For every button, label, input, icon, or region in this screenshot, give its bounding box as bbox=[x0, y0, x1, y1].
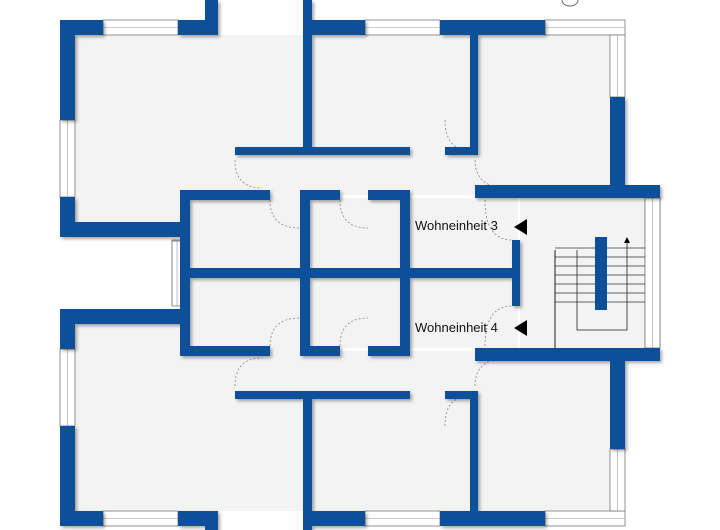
wall bbox=[300, 346, 340, 356]
entrance-arrow-icon bbox=[514, 320, 527, 336]
wall bbox=[205, 0, 218, 35]
wall bbox=[303, 396, 312, 530]
room-floor bbox=[235, 150, 480, 195]
room-floor bbox=[310, 396, 475, 511]
wall bbox=[400, 276, 410, 356]
wall bbox=[60, 426, 75, 526]
door-swing bbox=[269, 199, 301, 229]
wall bbox=[475, 185, 660, 198]
wall bbox=[60, 309, 185, 324]
stair-arrow-icon bbox=[624, 237, 630, 243]
unit-label-3: Wohneinheit 3 bbox=[415, 218, 498, 233]
wall bbox=[300, 276, 310, 356]
room-floor bbox=[188, 198, 518, 273]
room-floor bbox=[235, 351, 480, 396]
wall bbox=[400, 190, 410, 270]
wall bbox=[235, 147, 410, 155]
room-floor bbox=[478, 361, 613, 511]
wall bbox=[440, 20, 545, 35]
stairwell-floor bbox=[520, 198, 650, 350]
wall bbox=[303, 20, 365, 35]
wall bbox=[180, 190, 190, 245]
wall bbox=[180, 268, 520, 278]
wall bbox=[180, 190, 270, 200]
room-floor bbox=[310, 35, 475, 150]
wall bbox=[470, 35, 478, 150]
wall bbox=[440, 511, 545, 526]
wall bbox=[205, 511, 218, 530]
wall bbox=[445, 391, 478, 399]
room-floor bbox=[188, 273, 518, 348]
door-swing bbox=[339, 317, 369, 347]
wall bbox=[60, 20, 75, 120]
wall bbox=[303, 511, 365, 526]
unit-label-4: Wohneinheit 4 bbox=[415, 320, 498, 335]
wall bbox=[368, 190, 410, 200]
door-swing bbox=[339, 199, 369, 229]
wall bbox=[512, 271, 520, 306]
compass-icon bbox=[561, 0, 579, 7]
wall bbox=[300, 190, 340, 200]
walls bbox=[60, 0, 660, 530]
staircase bbox=[554, 237, 645, 350]
wall bbox=[235, 391, 410, 399]
wall bbox=[445, 147, 478, 155]
room-floors bbox=[75, 35, 650, 511]
wall bbox=[180, 346, 270, 356]
wall bbox=[470, 396, 478, 511]
stair-walk-line bbox=[576, 240, 628, 331]
door-swing bbox=[269, 317, 301, 347]
entrance-arrow-icon bbox=[514, 219, 527, 235]
wall bbox=[610, 97, 625, 190]
door-swing bbox=[234, 159, 263, 189]
wall bbox=[300, 190, 310, 270]
wall bbox=[610, 356, 625, 449]
wall bbox=[180, 240, 190, 306]
door-swing bbox=[234, 357, 263, 387]
wall bbox=[512, 240, 520, 275]
room-floor bbox=[478, 35, 613, 185]
stair-center-wall bbox=[595, 237, 607, 310]
wall bbox=[60, 222, 185, 237]
wall bbox=[180, 301, 190, 356]
wall bbox=[475, 348, 660, 361]
wall bbox=[368, 346, 410, 356]
wall bbox=[303, 0, 312, 150]
